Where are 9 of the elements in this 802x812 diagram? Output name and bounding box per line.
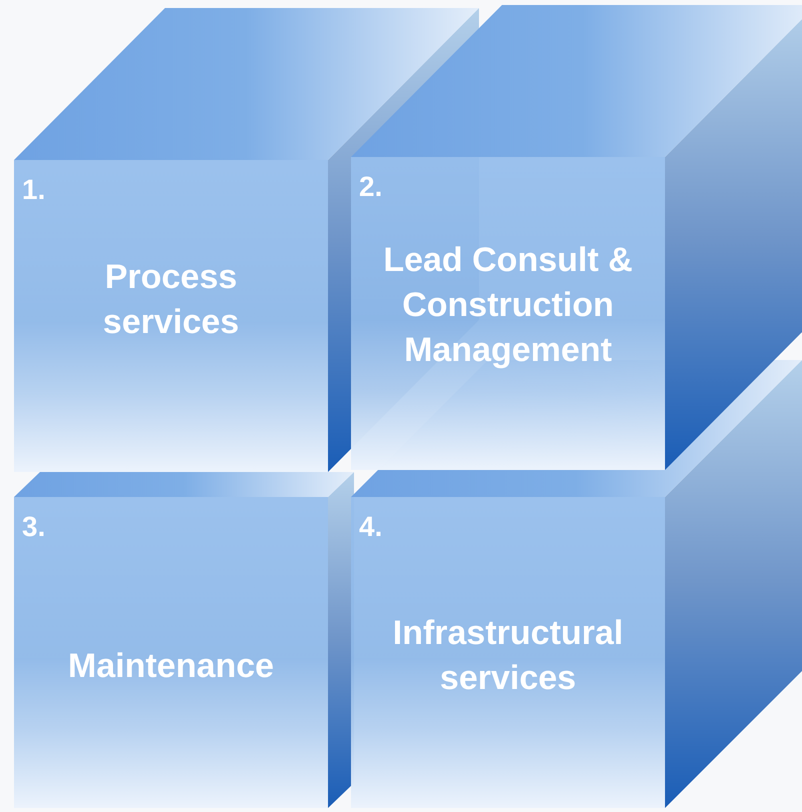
service-label: Lead Consult & Construction Management: [382, 240, 634, 370]
cube-number: 4.: [359, 511, 382, 543]
cube-number: 1.: [22, 174, 46, 206]
cube-number: 3.: [22, 511, 46, 543]
service-label: Process services: [102, 257, 240, 343]
service-label: Infrastructural services: [392, 613, 624, 699]
cube-number: 2.: [359, 171, 382, 203]
cube-front-face: [351, 157, 665, 470]
service-label: Maintenance: [67, 646, 275, 686]
